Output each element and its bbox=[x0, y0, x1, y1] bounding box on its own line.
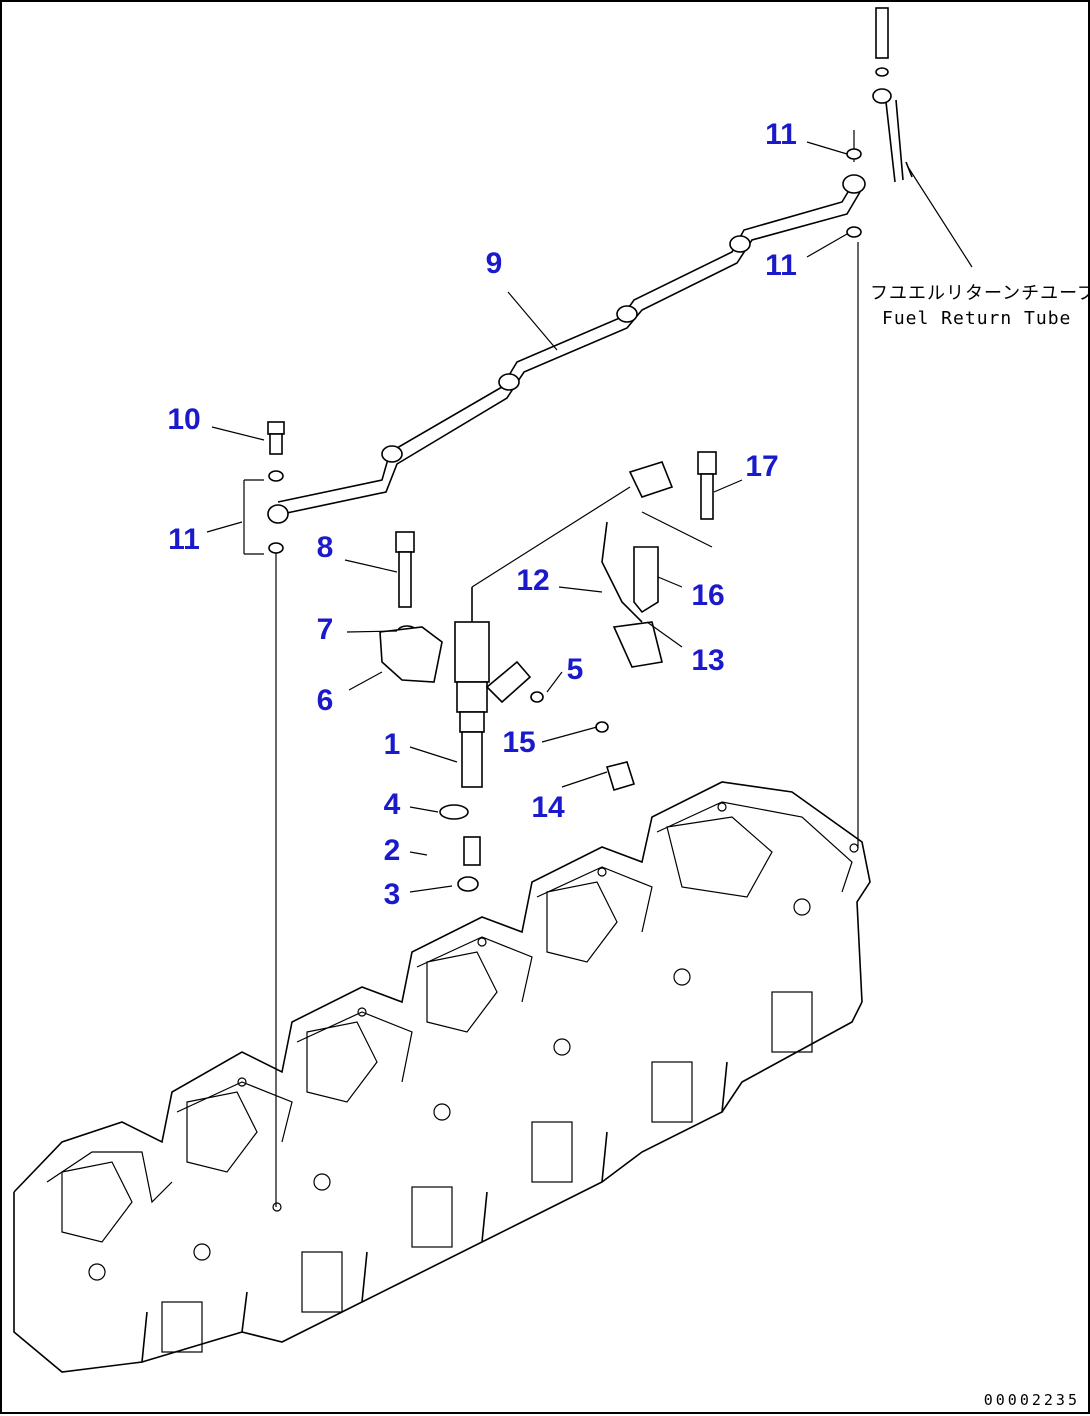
callout-9: 9 bbox=[486, 247, 503, 280]
fuel-return-tube-label-jp: フユエルリターンチユーブ bbox=[870, 282, 1090, 304]
callout-7: 7 bbox=[317, 613, 334, 646]
gasket-3 bbox=[457, 876, 479, 892]
callout-3: 3 bbox=[384, 878, 401, 911]
callout-13: 13 bbox=[691, 644, 724, 677]
clamp-6 bbox=[379, 626, 443, 683]
callout-11-top: 11 bbox=[765, 118, 797, 151]
callout-11-left: 11 bbox=[168, 523, 200, 556]
bolt-10 bbox=[267, 421, 285, 455]
harness-assembly bbox=[471, 451, 717, 668]
callout-11-right: 11 bbox=[765, 249, 797, 282]
port-windows bbox=[161, 991, 813, 1353]
fuel-return-tube-label-en: Fuel Return Tube bbox=[882, 308, 1071, 329]
callout-6: 6 bbox=[317, 684, 334, 717]
callout-4: 4 bbox=[384, 788, 401, 821]
callout-1: 1 bbox=[384, 728, 401, 761]
sleeve-2 bbox=[463, 836, 481, 866]
injector-1 bbox=[454, 587, 532, 788]
fuel-return-tube bbox=[872, 7, 973, 268]
callout-10: 10 bbox=[167, 403, 200, 436]
fuel-return-pipe bbox=[243, 174, 866, 555]
callout-15: 15 bbox=[502, 726, 535, 759]
callout-14: 14 bbox=[531, 791, 565, 824]
leader-lines bbox=[206, 141, 848, 893]
connector-14 bbox=[605, 761, 636, 791]
washer-15 bbox=[595, 721, 609, 733]
callout-16: 16 bbox=[691, 579, 724, 612]
washer-5 bbox=[530, 691, 544, 703]
seal-4 bbox=[439, 804, 469, 820]
bolt-8 bbox=[395, 531, 415, 608]
cylinder-pockets bbox=[61, 816, 773, 1243]
callout-12: 12 bbox=[516, 564, 549, 597]
bolt-holes bbox=[88, 802, 859, 1281]
washers bbox=[268, 148, 862, 554]
callout-17: 17 bbox=[745, 450, 778, 483]
callouts: 1 2 3 4 5 6 7 8 9 10 11 11 11 12 13 14 1… bbox=[167, 118, 797, 911]
callout-5: 5 bbox=[567, 653, 584, 686]
callout-8: 8 bbox=[317, 531, 334, 564]
callout-2: 2 bbox=[384, 834, 401, 867]
cylinder-head-block bbox=[13, 781, 871, 1373]
figure-number: 00002235 bbox=[984, 1391, 1080, 1409]
